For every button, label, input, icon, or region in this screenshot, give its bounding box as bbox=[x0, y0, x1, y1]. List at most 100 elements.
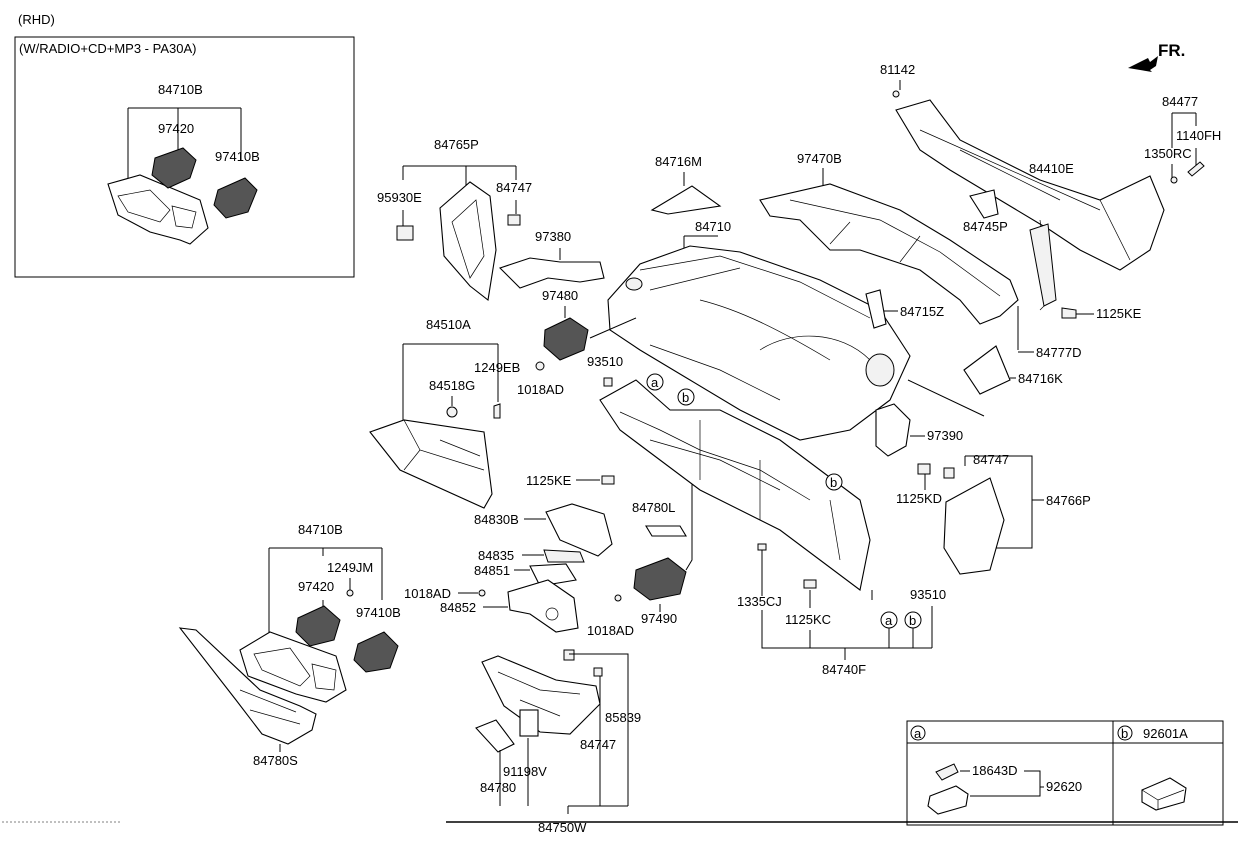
label-97480: 97480 bbox=[542, 288, 578, 303]
label-1249EB: 1249EB bbox=[474, 360, 520, 375]
label-84851: 84851 bbox=[474, 563, 510, 578]
duct-97470B bbox=[759, 183, 1019, 325]
inset-vent-right bbox=[213, 177, 258, 219]
screw-1018AD-a bbox=[535, 361, 545, 371]
side-panel-detail bbox=[451, 199, 485, 279]
label-1018AD-c: 1018AD bbox=[587, 623, 634, 638]
bolt-1125KC bbox=[803, 579, 817, 589]
label-sheet-91198V bbox=[519, 709, 539, 737]
label-93510-a: 93510 bbox=[587, 354, 623, 369]
label-84710: 84710 bbox=[695, 219, 731, 234]
bracket-84715Z bbox=[865, 289, 887, 329]
label-1125KE-right: 1125KE bbox=[1096, 306, 1142, 321]
callout-b-mid-letter: b bbox=[830, 475, 837, 490]
crash-pad-vent-left bbox=[625, 277, 643, 291]
label-85839: 85839 bbox=[605, 710, 641, 725]
cover-84716M bbox=[650, 185, 722, 215]
trim-84780L bbox=[645, 525, 687, 537]
label-84716M: 84716M bbox=[655, 154, 702, 169]
duct-97390 bbox=[875, 403, 911, 457]
clip-93510-a bbox=[603, 377, 613, 387]
inset-variant-title: (W/RADIO+CD+MP3 - PA30A) bbox=[19, 41, 196, 56]
inset-bezel-detail bbox=[117, 189, 197, 229]
label-84710B-bottom: 84710B bbox=[298, 522, 343, 537]
label-97410B-bottom: 97410B bbox=[356, 605, 401, 620]
crossbar-detail bbox=[919, 129, 1131, 311]
leader-97480-to-pad bbox=[589, 317, 637, 339]
cover-84780 bbox=[475, 719, 515, 753]
leader-84716K bbox=[907, 377, 1016, 417]
glove-box-84750W-detail bbox=[497, 671, 581, 717]
label-84518G: 84518G bbox=[429, 378, 475, 393]
clip-84747-b bbox=[943, 467, 955, 479]
label-97380: 97380 bbox=[535, 229, 571, 244]
label-84710B-top: 84710B bbox=[158, 82, 203, 97]
label-84747-c: 84747 bbox=[580, 737, 616, 752]
cluster-hood-84830B bbox=[545, 503, 613, 557]
legend-a-part1: 18643D bbox=[972, 763, 1018, 778]
label-84777D: 84777D bbox=[1036, 345, 1082, 360]
legend-box bbox=[906, 720, 1224, 826]
label-84765P: 84765P bbox=[434, 137, 479, 152]
callout-b-mid bbox=[825, 473, 843, 491]
label-1249JM: 1249JM bbox=[327, 560, 373, 575]
legend-b-letter: b bbox=[1121, 726, 1128, 741]
nut-1350RC bbox=[1170, 176, 1178, 184]
lower-trim-detail bbox=[239, 689, 301, 725]
leader-84710B-top bbox=[127, 107, 242, 178]
main-crash-pad-84710 bbox=[607, 245, 911, 441]
label-1335CJ: 1335CJ bbox=[737, 594, 782, 609]
legend-a-leader bbox=[960, 770, 1044, 797]
inset-bezel-part bbox=[107, 174, 209, 245]
duct-detail bbox=[789, 199, 1001, 297]
duct-97380 bbox=[498, 257, 605, 289]
center-frame-detail bbox=[619, 411, 841, 561]
clip-84747-a bbox=[507, 214, 521, 226]
label-97410B-top: 97410B bbox=[215, 149, 260, 164]
label-84852: 84852 bbox=[440, 600, 476, 615]
screw-1249EB bbox=[493, 403, 501, 419]
leader-1350RC bbox=[1171, 148, 1197, 178]
leader-84740F bbox=[761, 606, 933, 660]
callout-a-top bbox=[646, 373, 664, 391]
label-84780L: 84780L bbox=[632, 500, 675, 515]
legend-a-circle bbox=[910, 725, 926, 741]
callout-b-top-letter: b bbox=[682, 390, 689, 405]
label-84750W: 84750W bbox=[538, 820, 587, 835]
label-84510A: 84510A bbox=[426, 317, 471, 332]
label-97390: 97390 bbox=[927, 428, 963, 443]
leader-84510A bbox=[402, 343, 499, 422]
label-97490: 97490 bbox=[641, 611, 677, 626]
vent-97490 bbox=[633, 557, 687, 601]
leader-84765P bbox=[402, 165, 517, 230]
vent-97420-bottom bbox=[295, 605, 341, 647]
clip-95930E bbox=[396, 225, 414, 241]
screw-1018AD-c bbox=[614, 594, 622, 602]
glove-box-84510A bbox=[369, 419, 493, 509]
crash-pad-detail bbox=[639, 255, 871, 401]
leader-84477 bbox=[1171, 112, 1197, 148]
label-84477: 84477 bbox=[1162, 94, 1198, 109]
bolt-81142 bbox=[892, 90, 900, 98]
cover-84716K bbox=[963, 345, 1011, 395]
legend-switch-92601A bbox=[1141, 777, 1187, 811]
center-bezel-detail bbox=[253, 647, 337, 691]
label-1350RC: 1350RC bbox=[1144, 146, 1192, 161]
label-84716K: 84716K bbox=[1018, 371, 1063, 386]
bolt-1140FH bbox=[1187, 161, 1205, 177]
bolt-1125KE-right bbox=[1061, 307, 1077, 319]
screw-1249JM bbox=[346, 589, 354, 597]
center-frame-84740F bbox=[599, 379, 871, 591]
label-97470B: 97470B bbox=[797, 151, 842, 166]
part-84851 bbox=[529, 563, 577, 587]
label-93510-b: 93510 bbox=[910, 587, 946, 602]
label-84745P: 84745P bbox=[963, 219, 1008, 234]
variant-inset-box bbox=[14, 36, 355, 278]
side-panel-84765P bbox=[439, 181, 497, 302]
glove-box-detail bbox=[403, 419, 485, 471]
label-84747-b: 84747 bbox=[973, 452, 1009, 467]
label-84830B: 84830B bbox=[474, 512, 519, 527]
crossbar-bracket bbox=[1029, 223, 1057, 307]
leader-97490-up bbox=[685, 484, 693, 571]
